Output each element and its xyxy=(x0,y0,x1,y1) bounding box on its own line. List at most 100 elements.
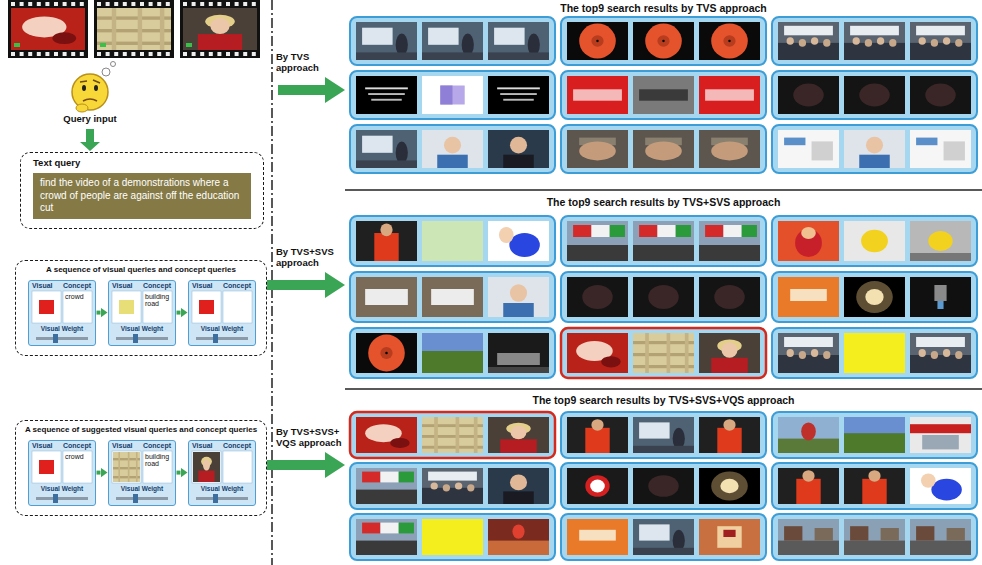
frame-detail xyxy=(365,87,408,89)
panel-graphic xyxy=(29,281,95,345)
video-frame xyxy=(422,22,483,60)
frame-detail xyxy=(579,24,616,59)
frame-detail xyxy=(850,26,899,36)
frame-detail xyxy=(444,137,461,154)
film-hole xyxy=(149,2,153,6)
frame-detail xyxy=(500,439,537,453)
result-cell xyxy=(350,272,555,322)
arrow-label: By TVS approach xyxy=(276,52,344,74)
frame-detail xyxy=(784,26,833,36)
film-hole xyxy=(114,2,118,6)
frame-detail xyxy=(662,40,664,42)
frame-detail xyxy=(374,233,398,261)
frame-detail xyxy=(910,424,971,433)
frame-detail xyxy=(717,526,741,548)
arrow-label: By TVS+SVS approach xyxy=(276,247,344,269)
film-hole xyxy=(235,2,239,6)
frame-detail xyxy=(422,488,483,504)
video-frame xyxy=(778,277,839,317)
frame-detail xyxy=(362,28,393,45)
frame-detail xyxy=(728,40,730,42)
panel-label: Concept xyxy=(143,442,171,450)
slider-knob xyxy=(53,494,58,503)
film-hole xyxy=(226,52,230,56)
visual-swatch xyxy=(39,300,54,314)
frame-detail xyxy=(639,89,688,100)
film-hole xyxy=(106,52,110,56)
video-frame xyxy=(422,468,483,504)
film-hole xyxy=(209,52,213,56)
frame-detail xyxy=(511,426,527,440)
frame-detail xyxy=(910,541,971,555)
result-cell xyxy=(350,514,555,560)
input-label: Query input xyxy=(40,114,140,125)
frame-detail xyxy=(919,37,926,45)
slider-knob xyxy=(213,494,218,503)
frame-detail xyxy=(925,84,956,107)
result-cell xyxy=(561,412,766,458)
frame-detail xyxy=(365,289,408,305)
video-frame xyxy=(488,333,549,373)
box-heading: A sequence of visual queries and concept… xyxy=(24,265,258,275)
result-cell xyxy=(772,125,977,173)
frame-detail xyxy=(591,225,609,237)
frame-detail xyxy=(380,223,392,236)
query-panel: VisualConceptcrowdVisual Weight xyxy=(28,440,96,506)
panel-label: Concept xyxy=(143,282,171,290)
frame-detail xyxy=(467,484,474,491)
frame-detail xyxy=(844,433,905,453)
film-hole xyxy=(209,2,213,6)
result-cell xyxy=(772,272,977,322)
visual-swatch xyxy=(119,300,134,314)
film-hole xyxy=(157,52,161,56)
video-frame xyxy=(193,452,220,482)
concept-area xyxy=(63,451,92,483)
video-frame xyxy=(422,76,483,114)
frame-detail xyxy=(434,417,438,453)
face-hand xyxy=(76,104,88,112)
frame-detail xyxy=(955,351,962,359)
visual-area xyxy=(32,451,61,483)
film-hole xyxy=(183,52,187,56)
flow-arrow xyxy=(97,311,101,315)
frame-detail xyxy=(922,435,959,449)
query-text-box: find the video of a demonstrations where… xyxy=(33,173,251,219)
result-cell xyxy=(561,17,766,65)
film-hole xyxy=(45,52,49,56)
result-panel: The top9 search results by TVS+SVS+VQS a… xyxy=(345,392,982,565)
frame-detail xyxy=(943,349,950,357)
frame-detail xyxy=(934,285,946,301)
video-frame xyxy=(910,130,971,168)
query-panel: VisualConceptbuilding roadVisual Weight xyxy=(108,280,176,346)
frame-detail xyxy=(399,523,414,534)
frame-detail xyxy=(510,284,527,302)
frame-detail xyxy=(610,225,625,237)
result-cell xyxy=(772,514,977,560)
video-frame xyxy=(699,277,760,317)
video-frame xyxy=(356,130,417,168)
frame-detail xyxy=(921,473,936,487)
panel-graphic xyxy=(29,441,95,505)
result-cell xyxy=(561,328,766,378)
film-hole xyxy=(28,2,32,6)
video-frame xyxy=(844,417,905,453)
video-frame xyxy=(488,22,549,60)
frame-detail xyxy=(859,84,890,107)
panel-label: Visual xyxy=(192,282,213,290)
frame-detail xyxy=(778,355,839,373)
query-text: find the video of a demonstrations where… xyxy=(40,177,244,215)
concept-word: crowd xyxy=(65,293,92,301)
frame-detail xyxy=(881,528,899,541)
video-frame xyxy=(356,519,417,555)
frame-detail xyxy=(742,225,757,237)
video-frame xyxy=(844,277,905,317)
frame-detail xyxy=(685,333,689,373)
frame-detail xyxy=(497,353,540,365)
concept-area xyxy=(143,291,172,323)
video-frame xyxy=(567,22,628,60)
frame-detail xyxy=(573,89,622,100)
visual-swatch xyxy=(39,460,54,474)
frame-detail xyxy=(943,37,950,45)
frame-detail xyxy=(390,438,410,448)
film-hole xyxy=(200,2,204,6)
